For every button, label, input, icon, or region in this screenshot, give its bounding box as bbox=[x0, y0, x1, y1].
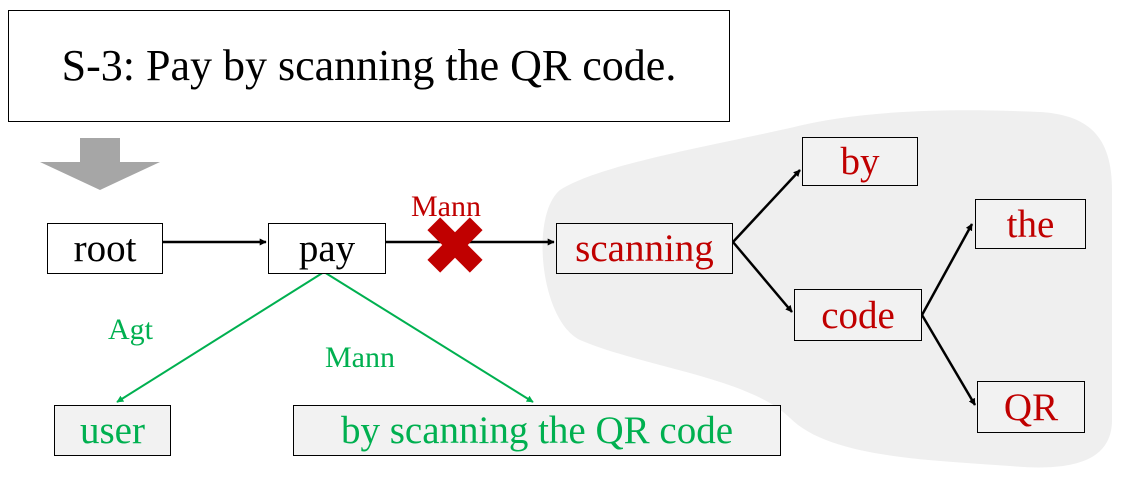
node-user-label: user bbox=[80, 409, 145, 452]
node-user: user bbox=[54, 405, 171, 456]
node-code: code bbox=[794, 289, 922, 341]
node-root: root bbox=[47, 223, 163, 274]
node-code-label: code bbox=[821, 293, 895, 337]
node-phrase-label: by scanning the QR code bbox=[340, 409, 734, 452]
edge-pay-phrase bbox=[323, 271, 534, 403]
edge-label-mann-new: Mann bbox=[325, 341, 395, 374]
node-root-label: root bbox=[73, 227, 137, 270]
node-phrase: by scanning the QR code bbox=[293, 405, 781, 456]
down-arrow-icon bbox=[40, 138, 160, 190]
node-scanning-label: scanning bbox=[575, 227, 714, 270]
node-qr-label: QR bbox=[1003, 385, 1059, 429]
edge-code-qr bbox=[920, 314, 977, 406]
node-the-label: the bbox=[1006, 202, 1055, 246]
node-qr: QR bbox=[977, 381, 1085, 433]
edge-label-agt: Agt bbox=[108, 313, 153, 346]
edge-scanning-by bbox=[732, 169, 801, 243]
cross-mark-icon bbox=[427, 217, 483, 273]
node-by-label: by bbox=[840, 140, 880, 183]
node-pay: pay bbox=[268, 223, 386, 274]
node-pay-label: pay bbox=[298, 227, 356, 270]
sentence-text: S-3: Pay by scanning the QR code. bbox=[61, 41, 677, 90]
sentence-box: S-3: Pay by scanning the QR code. bbox=[8, 10, 730, 122]
edge-scanning-code bbox=[732, 241, 793, 313]
node-the: the bbox=[975, 199, 1086, 249]
node-scanning: scanning bbox=[556, 223, 733, 274]
edge-label-mann-removed: Mann bbox=[411, 190, 481, 223]
edge-code-the bbox=[920, 223, 974, 316]
node-by: by bbox=[802, 137, 918, 186]
edge-pay-user bbox=[116, 271, 325, 403]
subtree-cloud bbox=[542, 110, 1112, 468]
